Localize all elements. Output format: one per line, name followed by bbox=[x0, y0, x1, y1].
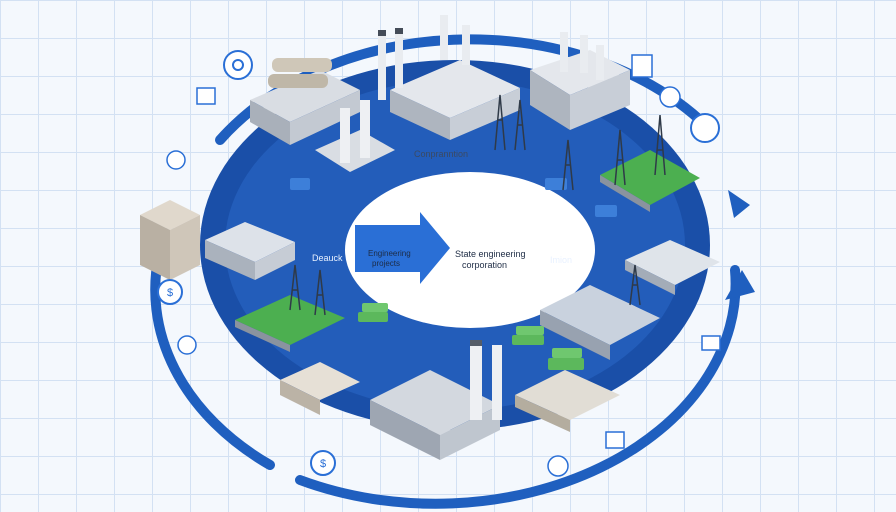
document-icon bbox=[631, 54, 653, 78]
svg-text:$: $ bbox=[320, 458, 326, 470]
ring-arrowhead-lower bbox=[725, 270, 755, 300]
label-center-line2: corporation bbox=[462, 260, 508, 270]
gear-icon bbox=[223, 50, 253, 80]
green-field-right bbox=[600, 150, 700, 212]
tower-5 bbox=[654, 114, 666, 176]
report-icon-bottom bbox=[605, 431, 625, 449]
svg-text:$: $ bbox=[167, 287, 173, 299]
support-icon bbox=[177, 335, 197, 355]
factory-top bbox=[378, 15, 520, 140]
tower-building bbox=[140, 200, 200, 280]
dollar-icon-bottom bbox=[310, 450, 336, 476]
green-field-left bbox=[235, 295, 345, 352]
ring-arrowhead-right bbox=[728, 190, 750, 218]
truck-left bbox=[290, 178, 310, 190]
satellite-icons: $ $ bbox=[157, 50, 721, 477]
truck-right bbox=[545, 178, 567, 190]
label-arrow-line2: projects bbox=[372, 259, 401, 268]
buildings-bottom-right bbox=[515, 348, 620, 432]
truck-right-lower bbox=[595, 205, 617, 217]
tower-2 bbox=[514, 99, 526, 151]
ring-arc-left bbox=[150, 245, 275, 470]
factory-bottom bbox=[370, 340, 502, 460]
factory-top-right bbox=[530, 32, 630, 130]
pie-chart-icon bbox=[690, 113, 720, 143]
ring-arc-bottom bbox=[295, 265, 741, 509]
label-left: Deauck bbox=[312, 253, 343, 263]
label-right: Imion bbox=[550, 255, 573, 265]
power-plant-left bbox=[315, 100, 395, 172]
report-icon bbox=[701, 335, 721, 351]
label-top: Conpranntion bbox=[414, 149, 469, 159]
building-left bbox=[205, 222, 295, 280]
substation-far-right bbox=[625, 240, 720, 295]
tower-8 bbox=[629, 264, 641, 306]
tower-6 bbox=[289, 264, 301, 311]
chart-icon bbox=[196, 87, 216, 105]
storage-building bbox=[250, 58, 360, 145]
center-circle bbox=[345, 172, 595, 328]
facilities bbox=[140, 15, 720, 460]
star-icon bbox=[547, 455, 569, 477]
refresh-icon bbox=[659, 86, 681, 108]
tower-7 bbox=[314, 269, 326, 316]
transmission-towers bbox=[289, 94, 666, 316]
tower-4 bbox=[614, 129, 626, 186]
tower-1 bbox=[494, 94, 506, 151]
label-center-line1: State engineering bbox=[455, 249, 526, 259]
houses-bottom-left bbox=[280, 362, 360, 415]
money-stack-left bbox=[358, 303, 388, 322]
substation-right bbox=[540, 285, 660, 360]
settings-icon bbox=[166, 150, 186, 170]
center-arrow bbox=[355, 212, 450, 284]
dollar-icon bbox=[157, 279, 183, 305]
tower-3 bbox=[562, 139, 574, 191]
label-arrow-line1: Engineering bbox=[368, 249, 411, 258]
money-stack-center bbox=[512, 326, 544, 345]
